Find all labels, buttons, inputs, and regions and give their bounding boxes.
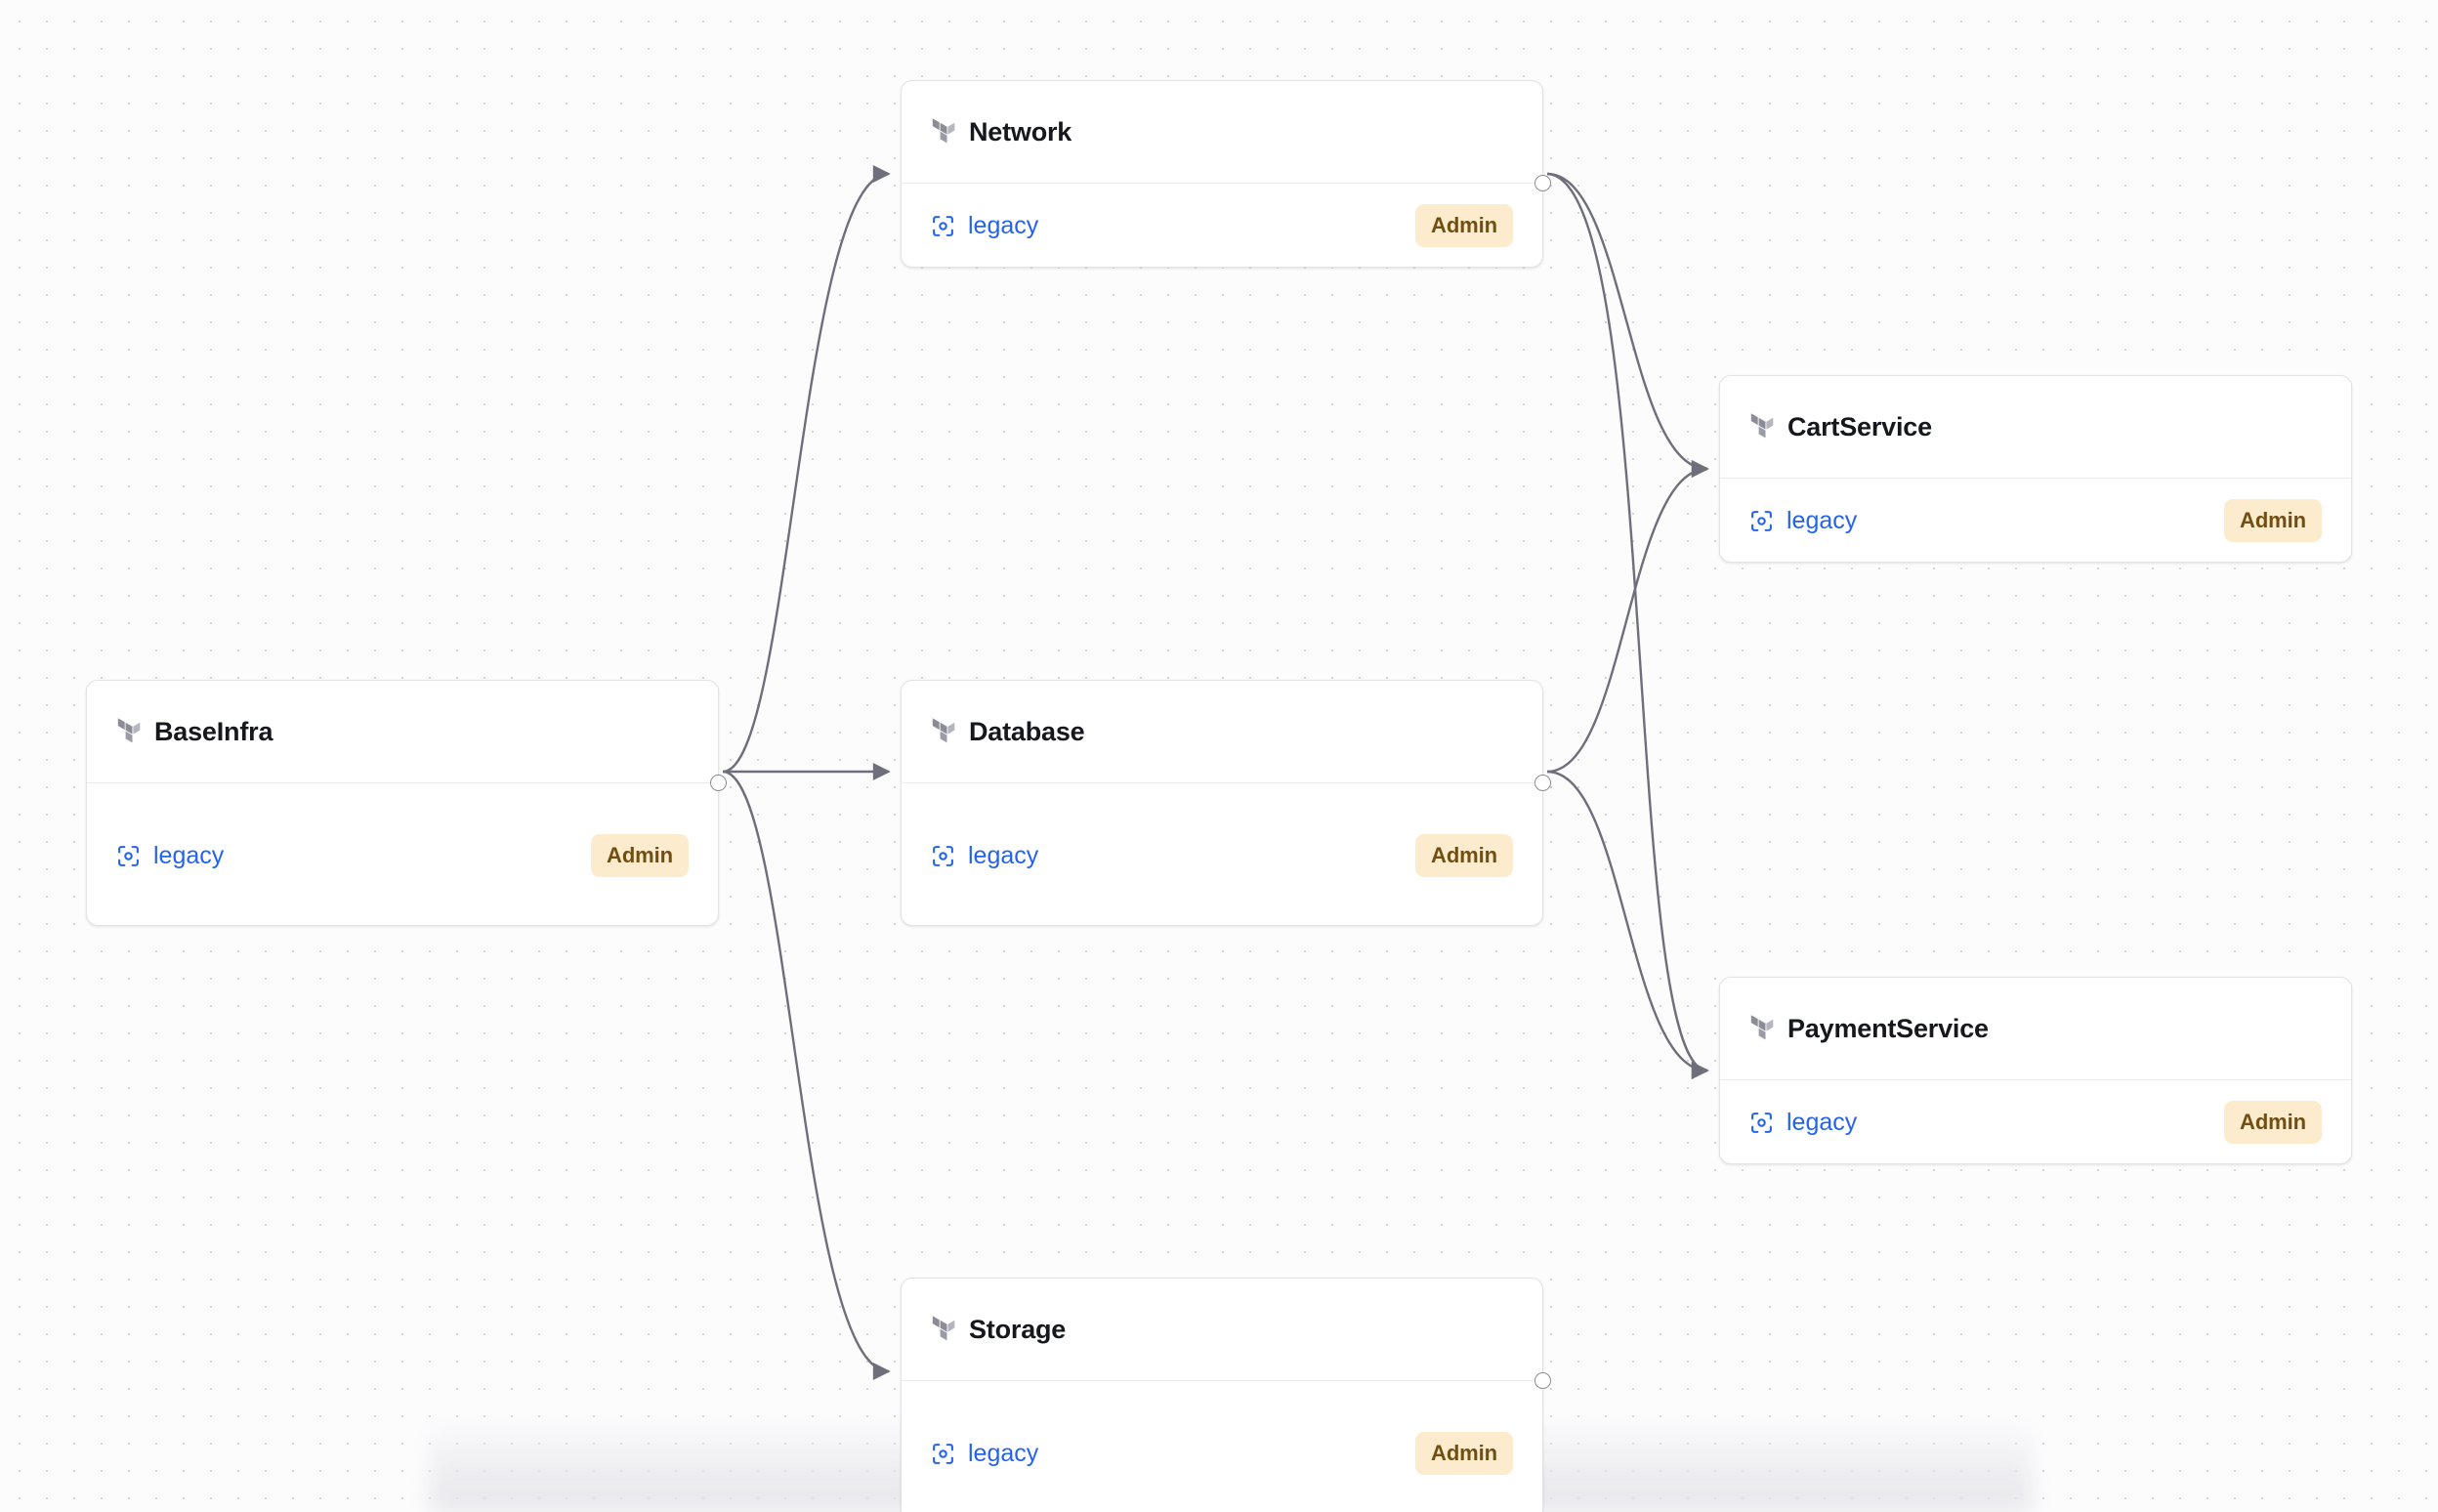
workspace-link[interactable]: legacy [153,841,225,869]
node-divider [87,782,718,783]
source-handle[interactable] [1534,775,1551,791]
terraform-logo-icon [1750,413,1774,439]
node-body: legacy Admin [902,1381,1542,1512]
scan-target-icon [933,1443,953,1464]
workspace-link[interactable]: legacy [1786,1108,1858,1136]
node-title: Database [969,716,1085,746]
source-handle[interactable] [1534,1372,1551,1389]
node-title: Network [969,116,1072,147]
node-header: PaymentService [1720,978,2351,1079]
node-header: CartService [1720,376,2351,478]
node-title: CartService [1787,411,1932,441]
node-title: Storage [969,1314,1067,1344]
node-baseinfra[interactable]: BaseInfra legacy Admin [86,680,727,928]
scan-target-icon [933,845,953,866]
node-divider [902,183,1542,184]
workspace-link[interactable]: legacy [968,211,1039,239]
node-header: Storage [902,1279,1542,1380]
node-title: BaseInfra [154,716,273,746]
scan-target-icon [1751,510,1772,531]
node-header: Database [902,681,1542,782]
scan-target-icon [933,215,953,236]
node-body: legacy Admin [87,783,718,928]
role-badge: Admin [2224,499,2322,542]
source-handle[interactable] [710,775,727,791]
node-database[interactable]: Database legacy Admin [901,680,1551,928]
edge-database-cartservice [1546,460,1709,774]
node-title: PaymentService [1787,1013,1989,1043]
terraform-logo-icon [1750,1015,1774,1040]
node-network[interactable]: Network legacy Admin [901,80,1551,268]
node-cartservice[interactable]: CartService legacy Admin [1719,375,2352,563]
node-body: legacy Admin [902,783,1542,928]
terraform-logo-icon [117,718,141,743]
edge-network-paymentservice [1546,172,1709,1079]
workspace-link[interactable]: legacy [968,1439,1039,1467]
node-body: legacy Admin [1720,479,2351,563]
scan-target-icon [118,845,139,866]
terraform-logo-icon [932,118,955,144]
role-badge: Admin [1415,204,1513,247]
node-storage[interactable]: Storage legacy Admin [901,1278,1551,1512]
node-paymentservice[interactable]: PaymentService legacy Admin [1719,977,2352,1164]
source-handle[interactable] [1534,175,1551,191]
role-badge: Admin [2224,1101,2322,1144]
scan-target-icon [1751,1112,1772,1133]
role-badge: Admin [591,834,689,877]
workspace-link[interactable]: legacy [1786,506,1858,534]
edge-baseinfra-storage [722,770,891,1380]
node-body: legacy Admin [1720,1080,2351,1164]
role-badge: Admin [1415,1432,1513,1475]
node-divider [902,782,1542,783]
node-divider [902,1380,1542,1381]
node-divider [1720,478,2351,479]
node-header: Network [902,81,1542,183]
node-body: legacy Admin [902,184,1542,268]
terraform-logo-icon [932,1316,955,1341]
terraform-logo-icon [932,718,955,743]
edge-baseinfra-network [722,165,891,774]
node-header: BaseInfra [87,681,718,782]
edge-network-cartservice [1546,172,1709,478]
workspace-link[interactable]: legacy [968,841,1039,869]
node-divider [1720,1079,2351,1080]
edge-database-paymentservice [1546,770,1709,1079]
role-badge: Admin [1415,834,1513,877]
